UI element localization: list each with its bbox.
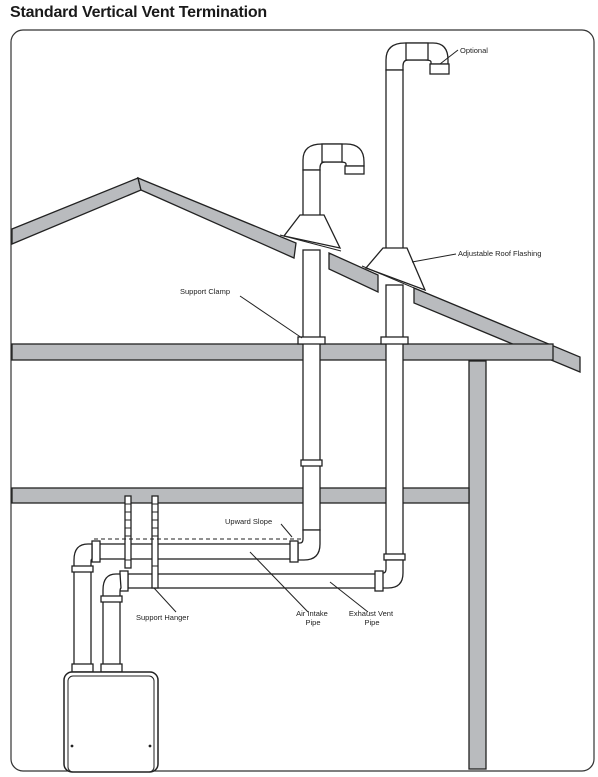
air-intake-cap-coupler [321,143,343,163]
wall-post [468,360,487,770]
label-upward-slope: Upward Slope [225,517,272,526]
label-exhaust-vent-line-1: Exhaust Vent [349,609,394,618]
exhaust-vertical-pipe [385,284,404,556]
diagram-frame [10,29,595,772]
label-adjustable-roof-flashing: Adjustable Roof Flashing [458,249,541,258]
air-intake-left-elbow [73,543,93,569]
label-air-intake-line-2: Pipe [305,618,320,627]
air-intake-cap-end [344,165,365,175]
exhaust-horizontal-pipe [127,573,377,589]
exhaust-left-elbow [102,573,122,599]
label-support-clamp: Support Clamp [180,287,230,296]
support-hanger-right [151,495,159,589]
label-air-intake-line-1: Air Intake [296,609,328,618]
exhaust-lower-elbow [381,559,404,589]
roof-flashing-left [282,214,342,249]
support-hanger-left [124,495,132,569]
roof-left-slope [11,177,142,245]
air-intake-roof-pipe [302,169,321,221]
exhaust-down-pipe [102,597,121,669]
air-intake-lower-elbow [297,529,321,561]
label-exhaust-vent-pipe: Exhaust Vent Pipe [349,609,395,627]
roof-flashing-right [364,247,427,292]
label-air-intake-pipe: Air Intake Pipe [296,609,330,627]
label-optional: Optional [460,46,488,55]
exhaust-roof-pipe [385,69,404,251]
water-heater-unit [63,671,159,773]
support-clamp-right [380,336,409,345]
label-exhaust-vent-line-2: Pipe [364,618,379,627]
page-title: Standard Vertical Vent Termination [10,4,267,21]
roof-right-slope-segment-1 [137,176,297,259]
exhaust-cap-coupler [405,42,429,61]
air-intake-coupler [300,459,323,467]
roof-right-slope-segment-2 [328,251,379,294]
air-intake-vertical-pipe [302,249,321,531]
support-clamp-left [297,336,326,345]
air-intake-down-pipe [73,567,92,669]
ceiling-joist [11,343,554,361]
label-support-hanger: Support Hanger [136,613,189,622]
